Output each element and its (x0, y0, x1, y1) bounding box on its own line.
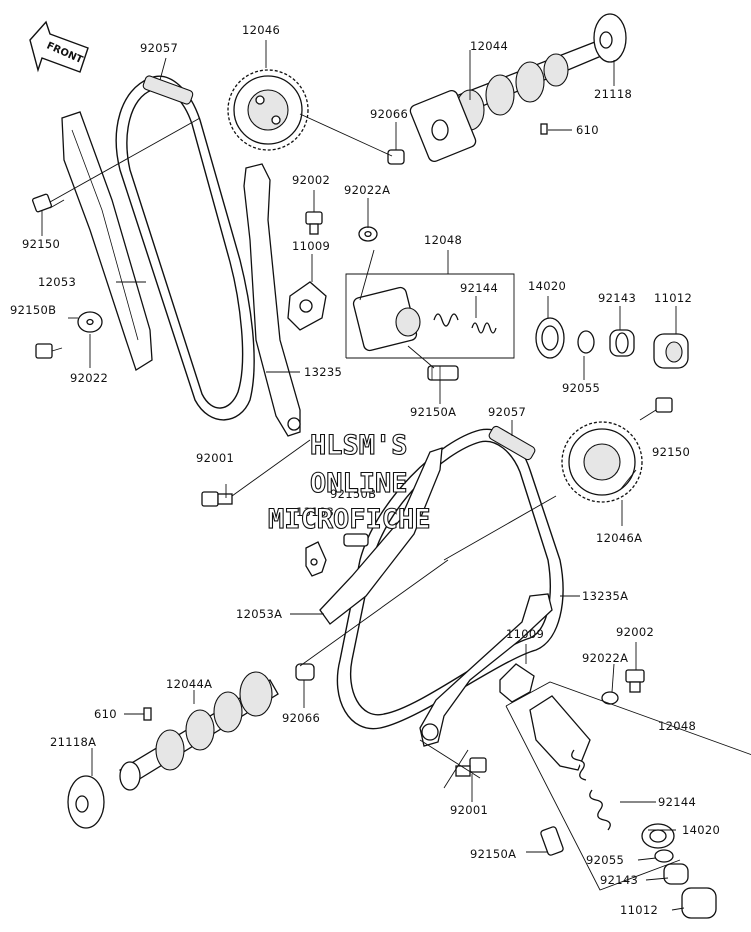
lower-cam-sprocket-12046A (561, 421, 643, 503)
label-92022: 92022 (70, 371, 108, 385)
washer-92022 (77, 311, 103, 333)
label-12046A: 12046A (596, 531, 642, 545)
bolt-92002-top (305, 211, 323, 235)
oring-92055-bottom (654, 849, 674, 863)
label-92150-right: 92150 (652, 445, 690, 459)
bolt-92150B-mid (343, 533, 369, 547)
label-92055-bottom: 92055 (586, 853, 624, 867)
label-92150A-top: 92150A (410, 405, 456, 419)
bolt-92001-top (201, 491, 233, 507)
cam-plate-21118A (67, 775, 105, 829)
label-92002-top: 92002 (292, 173, 330, 187)
label-92057-mid: 92057 (488, 405, 526, 419)
label-12046: 12046 (242, 23, 280, 37)
label-92057-top: 92057 (140, 41, 178, 55)
label-92022A-bottom: 92022A (582, 651, 628, 665)
label-92150A-bottom: 92150A (470, 847, 516, 861)
watermark-line2: ONLINE (310, 468, 408, 499)
label-92055-top: 92055 (562, 381, 600, 395)
label-92066-top: 92066 (370, 107, 408, 121)
bushing-92066-bottom (295, 663, 315, 681)
bolt-92150A-top (427, 365, 459, 381)
label-14020-top: 14020 (528, 279, 566, 293)
watermark: HLSM'S ONLINE MICROFICHE (267, 429, 431, 535)
label-13235: 13235 (304, 365, 342, 379)
bolt-92150A-bottom (540, 826, 564, 856)
label-11009-top: 11009 (292, 239, 330, 253)
label-92066-bottom: 92066 (282, 711, 320, 725)
label-12048-bottom: 12048 (658, 719, 696, 733)
label-92001-bottom: 92001 (450, 803, 488, 817)
label-11012-top: 11012 (654, 291, 692, 305)
bolt-92002-bottom (625, 669, 645, 693)
label-13235A: 13235A (582, 589, 628, 603)
label-92150B-mid: 92150B (330, 487, 376, 501)
label-21118A: 21118A (50, 735, 96, 749)
label-92144-bottom: 92144 (658, 795, 696, 809)
label-11009-bottom: 11009 (506, 627, 544, 641)
label-610-bottom: 610 (94, 707, 117, 721)
tensioner-guide-13235 (243, 163, 301, 437)
upper-cam-sprocket-12046 (227, 69, 309, 151)
label-92022A-top: 92022A (344, 183, 390, 197)
label-14020-bottom: 14020 (682, 823, 720, 837)
label-92002-bottom: 92002 (616, 625, 654, 639)
label-92001-top: 92001 (196, 451, 234, 465)
tensioner-assembly-12048-bottom (505, 681, 751, 891)
upper-cam-chain (115, 75, 255, 421)
label-92144-top: 92144 (460, 281, 498, 295)
pin-610-top (540, 123, 548, 135)
cap-11012-top (653, 333, 689, 369)
gasket-11009-bottom (499, 663, 535, 703)
tensioner-assembly-12048-top (345, 273, 515, 359)
bushing-92066-top (387, 149, 405, 165)
oring-92055-top (577, 330, 595, 354)
label-610-top: 610 (576, 123, 599, 137)
pin-610-bottom (143, 707, 152, 721)
label-12053A: 12053A (236, 607, 282, 621)
bolt-92150B-left (35, 343, 63, 359)
tensioner-guide-13235A (419, 593, 553, 747)
cap-14020-bottom (641, 823, 675, 849)
label-12048-top: 12048 (424, 233, 462, 247)
chain-guide-12053 (61, 111, 153, 371)
washer-92022A-top (358, 226, 378, 242)
bolt-92001-bottom (455, 757, 487, 777)
part-number-labels: 92057 12046 12044 21118 92066 610 92002 … (10, 23, 720, 917)
chain-guide-12053A (319, 447, 443, 625)
label-21118: 21118 (594, 87, 632, 101)
bolt-92150-left (32, 193, 65, 213)
leader-lines (41, 40, 685, 911)
camshaft-12044A (119, 671, 279, 791)
collar-92143-top (609, 329, 635, 357)
lower-cam-chain (336, 425, 564, 730)
label-92143-top: 92143 (598, 291, 636, 305)
label-92150B-left: 92150B (10, 303, 56, 317)
label-13183: 13183 (296, 505, 334, 519)
label-92143-bottom: 92143 (600, 873, 638, 887)
bolt-92150-right (639, 397, 673, 421)
cap-14020-top (535, 317, 565, 359)
front-arrow-icon: FRONT (29, 20, 89, 73)
washer-92022A-bottom (601, 691, 619, 705)
camshaft-12044 (409, 39, 607, 163)
collar-92143-bottom (663, 863, 689, 885)
label-12044A: 12044A (166, 677, 212, 691)
watermark-line1: HLSM'S (310, 430, 408, 461)
label-12044: 12044 (470, 39, 508, 53)
label-92150-left: 92150 (22, 237, 60, 251)
label-12053: 12053 (38, 275, 76, 289)
cap-11012-bottom (681, 887, 717, 919)
watermark-line3: MICROFICHE (268, 504, 431, 535)
bracket-13183 (305, 541, 327, 577)
cam-plate-21118 (593, 13, 627, 63)
label-11012-bottom: 11012 (620, 903, 658, 917)
